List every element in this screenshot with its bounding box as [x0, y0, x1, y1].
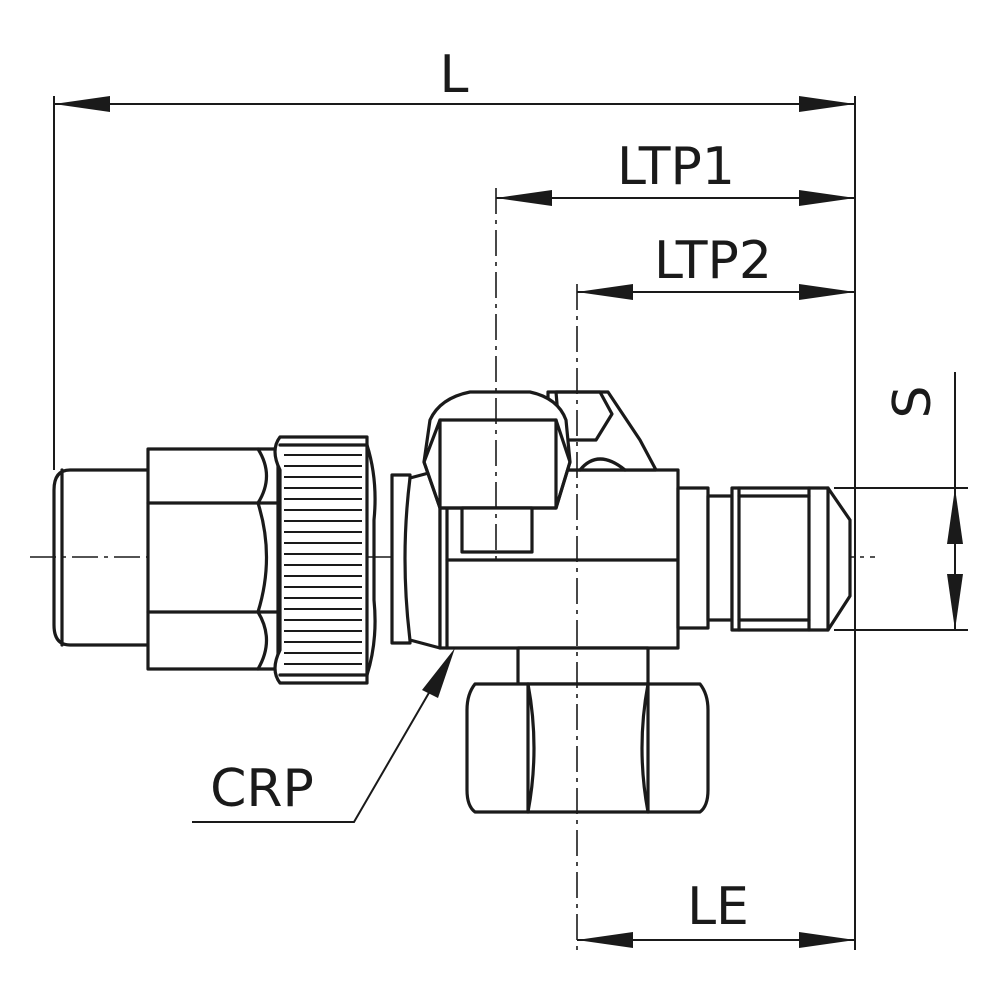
dimension-ltp1: LTP1: [496, 137, 855, 206]
bottom-hex-nut: [465, 646, 710, 814]
callout-label-crp: CRP: [210, 759, 314, 819]
dimension-label-ltp2: LTP2: [654, 231, 772, 291]
dimension-s: S: [883, 385, 963, 630]
right-threaded-spigot: [676, 486, 852, 632]
callout-crp: CRP: [192, 648, 455, 823]
dimension-ltp2: LTP2: [577, 231, 855, 300]
dimension-label-l: L: [440, 45, 469, 105]
dimension-label-le: LE: [687, 877, 749, 937]
left-hex-nut: [146, 447, 280, 671]
knurled-ring: [273, 435, 377, 685]
body-neck: [390, 468, 442, 650]
left-end-sleeve: [52, 468, 152, 647]
banjo-hex-nut: [422, 390, 572, 554]
dimension-l: L: [54, 45, 855, 112]
dimension-le: LE: [577, 877, 855, 948]
dimension-label-s: S: [883, 385, 943, 418]
dimension-label-ltp1: LTP1: [617, 137, 735, 197]
knurl-grooves: [284, 454, 362, 665]
